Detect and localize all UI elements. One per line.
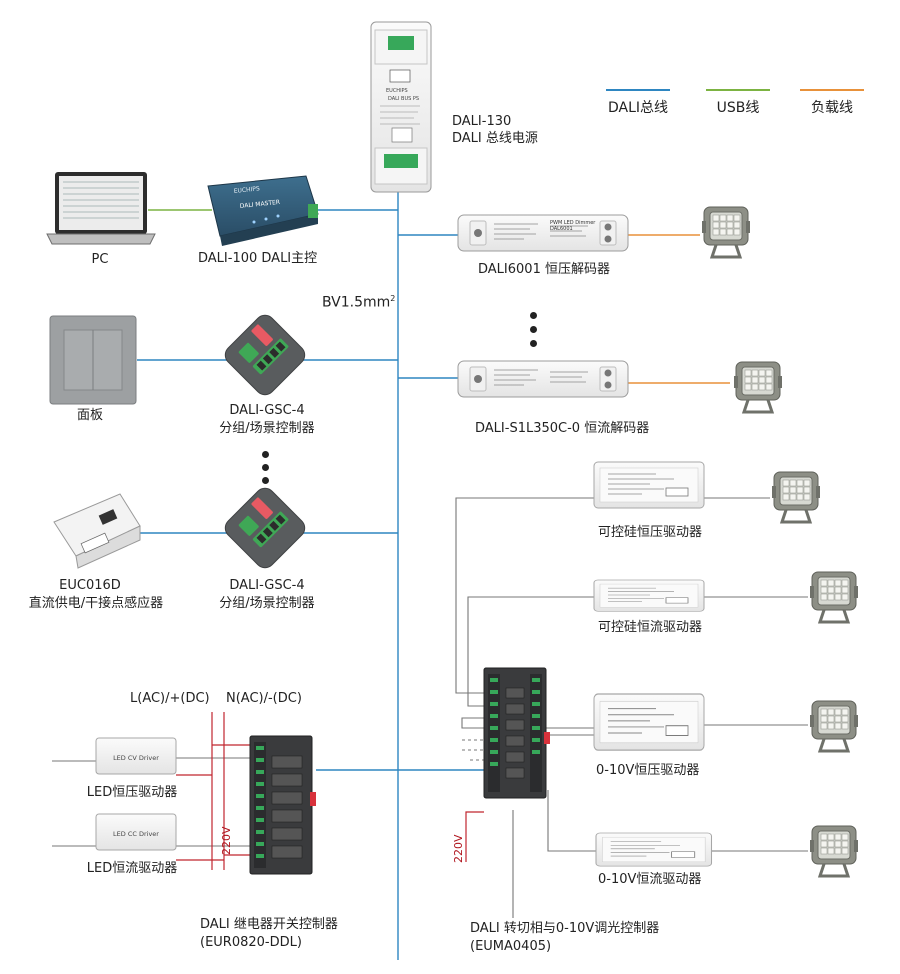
svg-text:EUCHIPS: EUCHIPS — [233, 185, 260, 195]
dimmer-name-label: DALI 转切相与0-10V调光控制器 — [470, 921, 660, 936]
triac-cv-driver-device — [593, 461, 705, 509]
v010-cv-label: 0-10V恒压驱动器 — [596, 763, 700, 778]
gsc-1-name-label: 分组/场景控制器 — [219, 421, 315, 436]
gsc-2-model-label: DALI-GSC-4 — [229, 578, 305, 593]
gsc-controller-device — [220, 310, 310, 400]
triac-cv-label: 可控硅恒压驱动器 — [598, 525, 703, 540]
legend-load-label: 负载线 — [811, 100, 853, 116]
legend-usb-label: USB线 — [716, 100, 760, 116]
panel-label: 面板 — [76, 408, 103, 423]
triac-cc-driver-device — [593, 579, 705, 612]
ellipsis-dot — [530, 340, 537, 347]
relay-name-label: DALI 继电器开关控制器 — [200, 917, 338, 932]
pc-icon — [46, 172, 156, 245]
euma-dimmer-device — [483, 667, 547, 799]
sensor-model-label: EUC016D — [59, 578, 121, 593]
v010-cv-driver-device — [593, 693, 705, 751]
bus-psu-name-label: DALI 总线电源 — [452, 131, 538, 146]
cc-decoder-device — [457, 360, 629, 398]
floodlight-icon — [732, 360, 784, 414]
cv-decoder-label: DALI6001 恒压解码器 — [478, 262, 610, 277]
ellipsis-dot — [530, 312, 537, 319]
gsc-1-model-label: DALI-GSC-4 — [229, 403, 305, 418]
dali-master-device: EUCHIPS DALI MASTER — [207, 175, 319, 246]
svg-text:LED CC Driver: LED CC Driver — [113, 830, 159, 838]
led-cc-label: LED恒流驱动器 — [86, 861, 178, 876]
dimmer-model-label: (EUMA0405) — [470, 939, 552, 954]
sensor-name-label: 直流供电/干接点感应器 — [28, 596, 164, 611]
dali-master-label: DALI-100 DALI主控 — [198, 251, 318, 266]
triac-cc-label: 可控硅恒流驱动器 — [598, 620, 703, 635]
relay-model-label: (EUR0820-DDL) — [200, 935, 302, 950]
v010-cc-label: 0-10V恒流驱动器 — [598, 872, 702, 887]
floodlight-icon — [808, 570, 860, 624]
ellipsis-dot — [262, 451, 269, 458]
v220-right-label: 220V — [452, 834, 465, 863]
svg-text:DAL6001: DAL6001 — [550, 226, 573, 232]
pc-label: PC — [91, 252, 109, 267]
svg-text:PWM LED Dimmer: PWM LED Dimmer — [550, 220, 596, 226]
v220-left-label: 220V — [220, 826, 233, 855]
dali-bus-psu-device: EUCHIPS DALI BUS PS — [370, 21, 432, 193]
ellipsis-dot — [262, 464, 269, 471]
svg-text:DALI BUS PS: DALI BUS PS — [388, 96, 419, 102]
panel-switch-icon — [49, 315, 137, 405]
floodlight-icon — [808, 699, 860, 753]
sensor-device — [53, 493, 141, 569]
led-cc-driver-device: LED CC Driver — [95, 813, 177, 851]
relay-controller-device — [249, 735, 316, 875]
svg-text:LED CV Driver: LED CV Driver — [113, 754, 159, 762]
floodlight-icon — [700, 205, 752, 259]
led-cv-driver-device: LED CV Driver — [95, 737, 177, 775]
cv-decoder-device: PWM LED Dimmer DAL6001 — [457, 214, 629, 252]
ac-n-label: N(AC)/-(DC) — [226, 691, 302, 706]
bus-cable-label: BV1.5mm2 — [322, 294, 396, 311]
gsc-2-name-label: 分组/场景控制器 — [219, 596, 315, 611]
legend-dali-label: DALI总线 — [607, 100, 669, 116]
floodlight-icon — [770, 470, 822, 524]
led-cv-label: LED恒压驱动器 — [86, 785, 178, 800]
svg-text:EUCHIPS: EUCHIPS — [386, 88, 408, 94]
ac-l-label: L(AC)/+(DC) — [130, 691, 210, 706]
svg-text:DALI MASTER: DALI MASTER — [239, 199, 280, 210]
ellipsis-dot — [262, 477, 269, 484]
v010-cc-driver-device — [595, 832, 713, 867]
floodlight-icon — [808, 824, 860, 878]
bus-psu-model-label: DALI-130 — [452, 114, 512, 129]
cc-decoder-label: DALI-S1L350C-0 恒流解码器 — [475, 421, 650, 436]
ellipsis-dot — [530, 326, 537, 333]
gsc-controller-device — [220, 483, 310, 573]
